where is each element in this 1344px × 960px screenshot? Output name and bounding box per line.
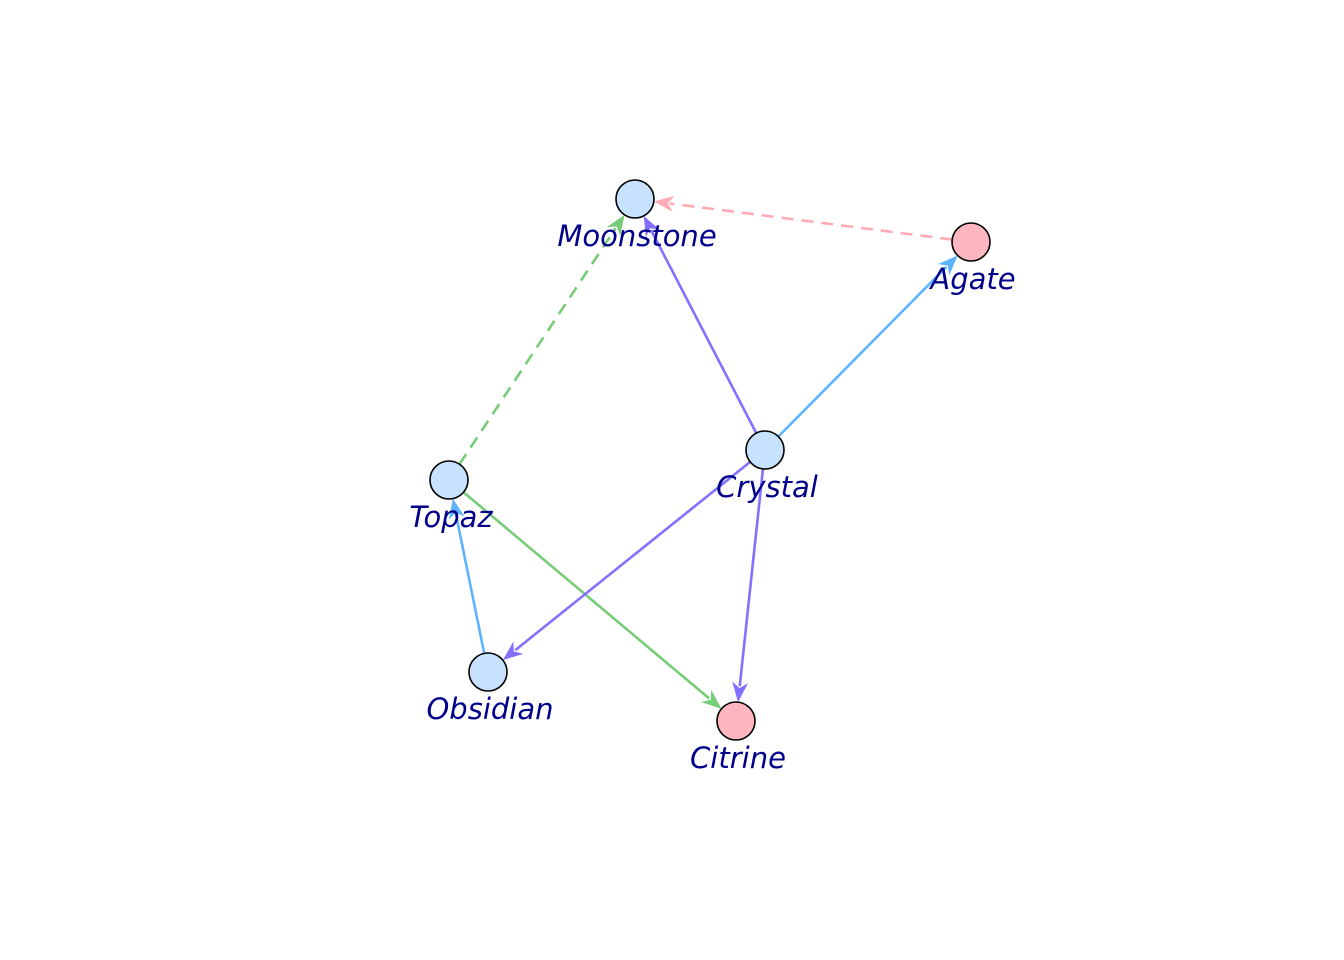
- edge-obsidian-to-topaz: [448, 498, 486, 654]
- edge-topaz-to-moonstone: [458, 214, 625, 465]
- edge-crystal-to-moonstone: [643, 215, 758, 434]
- edge-crystal-to-obsidian: [502, 460, 751, 661]
- edge-crystal-to-agate: [777, 255, 958, 438]
- edge-line: [669, 202, 953, 241]
- edge-crystal-to-citrine: [732, 468, 765, 703]
- node-label-citrine: Citrine: [690, 741, 786, 775]
- node-label-obsidian: Obsidian: [426, 692, 553, 726]
- edge-line: [514, 460, 751, 652]
- edge-line: [777, 265, 948, 438]
- node-crystal: [745, 430, 785, 470]
- arrowhead-icon: [653, 196, 675, 212]
- nodes-layer: [429, 179, 991, 741]
- arrowhead-icon: [448, 498, 465, 520]
- edge-line: [458, 227, 617, 465]
- edge-agate-to-moonstone: [653, 196, 953, 241]
- node-label-topaz: Topaz: [409, 500, 493, 534]
- node-moonstone: [615, 179, 655, 219]
- node-label-agate: Agate: [928, 262, 1015, 296]
- edge-line: [738, 468, 765, 687]
- node-label-moonstone: Moonstone: [557, 219, 716, 253]
- arrowhead-icon: [700, 689, 722, 709]
- arrowhead-icon: [732, 681, 749, 703]
- node-citrine: [716, 701, 756, 741]
- node-obsidian: [468, 652, 508, 692]
- edge-line: [454, 514, 486, 654]
- arrowhead-icon: [502, 641, 524, 661]
- node-topaz: [429, 460, 469, 500]
- edge-line: [462, 491, 711, 700]
- node-agate: [951, 222, 991, 262]
- arrowhead-icon: [643, 215, 661, 238]
- arrowhead-icon: [606, 214, 625, 236]
- edge-topaz-to-citrine: [462, 491, 722, 709]
- edges-layer: [448, 196, 958, 709]
- node-label-crystal: Crystal: [716, 470, 818, 504]
- arrowhead-icon: [937, 255, 958, 276]
- labels-layer: MoonstoneAgateCrystalTopazObsidianCitrin…: [409, 219, 1015, 775]
- edge-line: [649, 229, 758, 434]
